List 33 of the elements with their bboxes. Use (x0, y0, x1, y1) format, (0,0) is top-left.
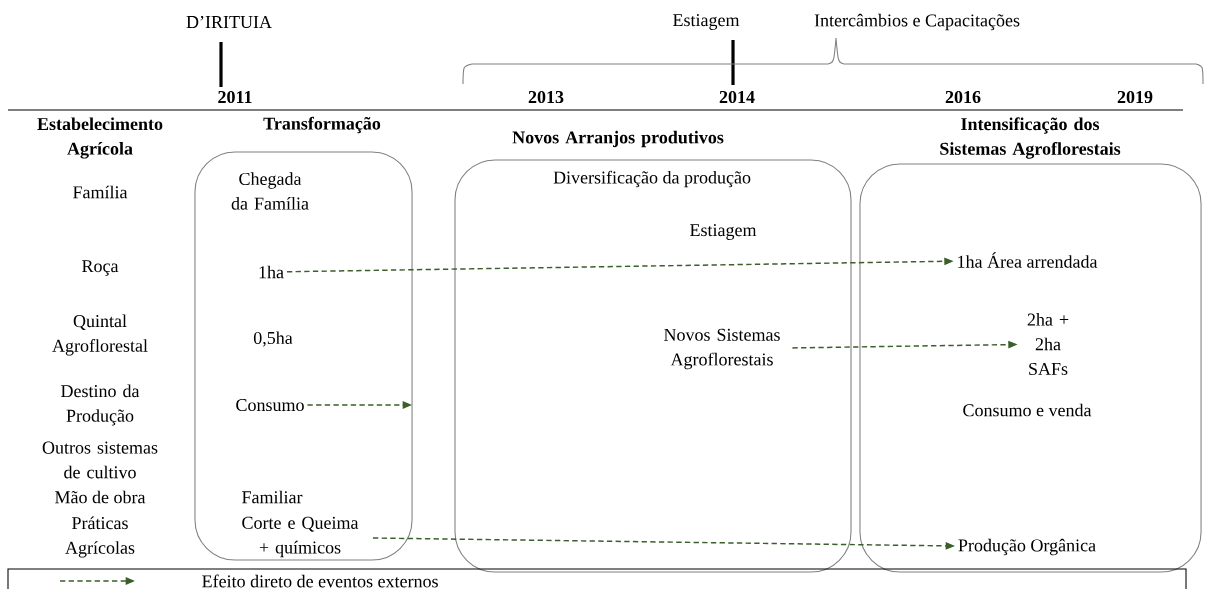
entry-text: Corte e Queima + químicos (242, 516, 359, 558)
entry-text: Estiagem (690, 224, 757, 240)
column-heading: Novos Arranjos produtivos (512, 130, 724, 148)
year-label: 2011 (218, 90, 252, 104)
legend-text: Efeito direto de eventos externos (202, 574, 438, 588)
column-heading: Intensificação dos Sistemas Agroflorestais (940, 117, 1121, 159)
event-label: D’IRITUIA (186, 15, 272, 29)
row-label: Destino da Produção (61, 384, 140, 426)
event-label: Estiagem (673, 14, 740, 30)
entry-text: Produção Orgânica (958, 538, 1096, 556)
entry-text: Familiar (242, 490, 303, 504)
entry-text: 0,5ha (253, 331, 293, 347)
entry-text: 2ha + 2ha SAFs (1027, 313, 1069, 375)
entry-text: 1ha (259, 265, 284, 279)
year-label: 2019 (1117, 90, 1153, 104)
row-label: Roça (82, 260, 119, 276)
year-label: 2016 (945, 90, 981, 104)
row-label: Família (73, 185, 128, 199)
entry-text: Consumo (236, 398, 304, 412)
year-label: 2014 (719, 90, 755, 104)
row-label: Outros sistemas de cultivo (42, 441, 158, 479)
entry-text: Novos Sistemas Agroflorestais (664, 328, 780, 370)
entry-text: Diversificação da produção (553, 170, 751, 188)
column-heading: Estabelecimento Agrícola (37, 117, 163, 159)
year-label: 2013 (528, 90, 564, 104)
row-label: Mão de obra (55, 490, 146, 504)
entry-text: Consumo e venda (963, 403, 1092, 417)
row-label: Quintal Agroflorestal (52, 314, 148, 356)
column-heading: Transformação (263, 116, 381, 134)
row-label: Práticas Agrícolas (65, 516, 135, 558)
entry-text: Chegada da Família (231, 172, 309, 210)
event-label: Intercâmbios e Capacitações (814, 13, 1020, 31)
entry-text: 1ha Área arrendada (958, 252, 1098, 268)
